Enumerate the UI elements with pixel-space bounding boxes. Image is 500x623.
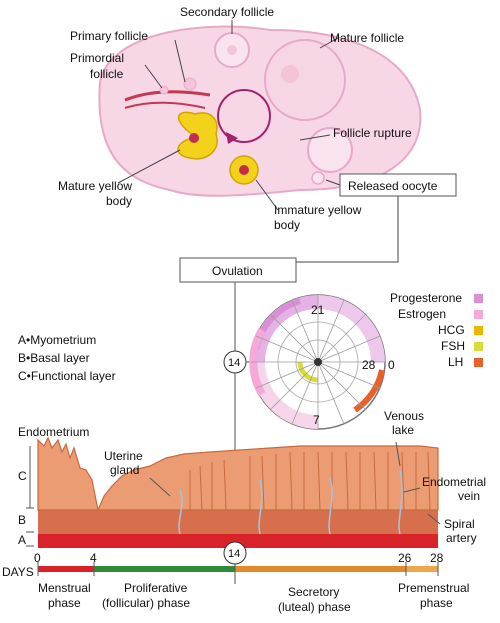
key-myometrium: A•Myometrium: [18, 333, 96, 347]
gland-striations: [189, 451, 431, 511]
ovary: [98, 25, 422, 197]
layer-letter-a: A: [18, 533, 26, 547]
label-mature-follicle: Mature follicle: [330, 31, 404, 45]
ovulation-day-text: 14: [228, 357, 240, 369]
dial-lh-arc: [353, 369, 385, 413]
phase-menstrual-2: phase: [48, 596, 81, 610]
phase-proliferative-2: (follicular) phase: [102, 596, 190, 610]
oocyte-shape: [311, 171, 325, 185]
label-primordial-follicle-2: follicle: [90, 67, 124, 81]
functional-layer: [37, 436, 439, 513]
ovulation-box: [179, 257, 297, 283]
legend-fsh-swatch: [474, 342, 483, 351]
label-endometrial-vein-2: vein: [458, 489, 480, 503]
cycle-timeline: DAYS 0 4 14 26 28 Menstrual phase Prolif…: [2, 541, 469, 614]
label-immature-yellow-body-2: body: [274, 218, 300, 232]
layer-key: A•Myometrium B•Basal layer C•Functional …: [18, 333, 116, 383]
dial-center: [314, 358, 322, 366]
dial-tick-7: 7: [313, 413, 320, 427]
legend-lh-swatch: [474, 358, 483, 367]
dial-band-luteal: [318, 295, 385, 362]
phase-bar-secretory: [235, 566, 406, 572]
day-tick-28: 28: [430, 551, 444, 565]
spiral-vessels: [178, 469, 403, 535]
label-spiral-artery-2: artery: [446, 531, 477, 545]
dial-tick-28: 28: [362, 358, 376, 372]
legend-estrogen-label: Estrogen: [398, 307, 446, 321]
phase-premenstrual: Premenstrual: [398, 581, 469, 595]
day-tick-4: 4: [90, 551, 97, 565]
label-endometrium: Endometrium: [18, 425, 89, 439]
day-tick-26: 26: [398, 551, 412, 565]
legend-lh-label: LH: [448, 355, 463, 369]
label-uterine-gland-2: gland: [110, 463, 139, 477]
hormone-cycle-dial: 21 28 0 7: [249, 294, 395, 430]
label-venous-lake-2: lake: [392, 423, 414, 437]
label-released-oocyte: Released oocyte: [348, 179, 438, 193]
endometrium: Endometrium C B A Uterine gland Venous l…: [18, 409, 486, 548]
label-secondary-follicle: Secondary follicle: [180, 5, 274, 19]
phase-premenstrual-2: phase: [420, 596, 453, 610]
rupturing-follicle-shape: [307, 127, 353, 173]
key-basal-layer: B•Basal layer: [18, 351, 90, 365]
legend-progesterone-label: Progesterone: [390, 291, 462, 305]
label-follicle-rupture: Follicle rupture: [333, 126, 412, 140]
day-tick-14: 14: [228, 548, 240, 560]
label-primordial-follicle: Primordial: [70, 51, 124, 65]
basal-layer-band: [38, 510, 438, 534]
legend-progesterone-swatch: [474, 294, 483, 303]
label-uterine-gland: Uterine: [104, 449, 143, 463]
phase-bar-proliferative: [94, 566, 235, 572]
day-tick-0: 0: [34, 551, 41, 565]
label-primary-follicle: Primary follicle: [70, 29, 148, 43]
legend-estrogen-swatch: [474, 310, 483, 319]
layer-letter-b: B: [18, 513, 26, 527]
follicle-cycle-arrow: [217, 89, 271, 143]
phase-bar-menstrual: [38, 566, 94, 572]
legend-fsh-label: FSH: [441, 339, 465, 353]
label-immature-yellow-body: Immature yellow: [274, 203, 362, 217]
phase-proliferative: Proliferative: [124, 581, 188, 595]
ovary-leader-lines: [117, 20, 399, 263]
phase-secretory: Secretory: [288, 585, 339, 599]
phase-secretory-2: (luteal) phase: [278, 600, 351, 614]
dial-tick-0: 0: [388, 358, 395, 372]
label-venous-lake: Venous: [384, 409, 424, 423]
layer-brackets: [26, 446, 34, 547]
dial-tick-21: 21: [311, 303, 325, 317]
legend-hcg-swatch: [474, 326, 483, 335]
label-mature-yellow-body-2: body: [106, 194, 132, 208]
phase-bar-premenstrual: [406, 566, 438, 572]
day-14-marker: [223, 541, 247, 565]
days-label: DAYS: [2, 565, 34, 579]
label-spiral-artery: Spiral: [444, 517, 475, 531]
layer-letter-c: C: [18, 469, 27, 483]
legend-hcg-label: HCG: [438, 323, 465, 337]
key-functional-layer: C•Functional layer: [18, 369, 116, 383]
mature-follicle-shape: [264, 39, 346, 121]
hormone-legend: Progesterone Estrogen HCG FSH LH: [390, 291, 483, 369]
myometrium-band: [38, 534, 438, 548]
released-oocyte-box: [339, 173, 457, 197]
label-endometrial-vein: Endometrial: [422, 475, 486, 489]
ovary-body: [98, 25, 422, 197]
label-mature-yellow-body: Mature yellow: [58, 179, 132, 193]
phase-menstrual: Menstrual: [38, 581, 91, 595]
label-ovulation: Ovulation: [212, 264, 263, 278]
